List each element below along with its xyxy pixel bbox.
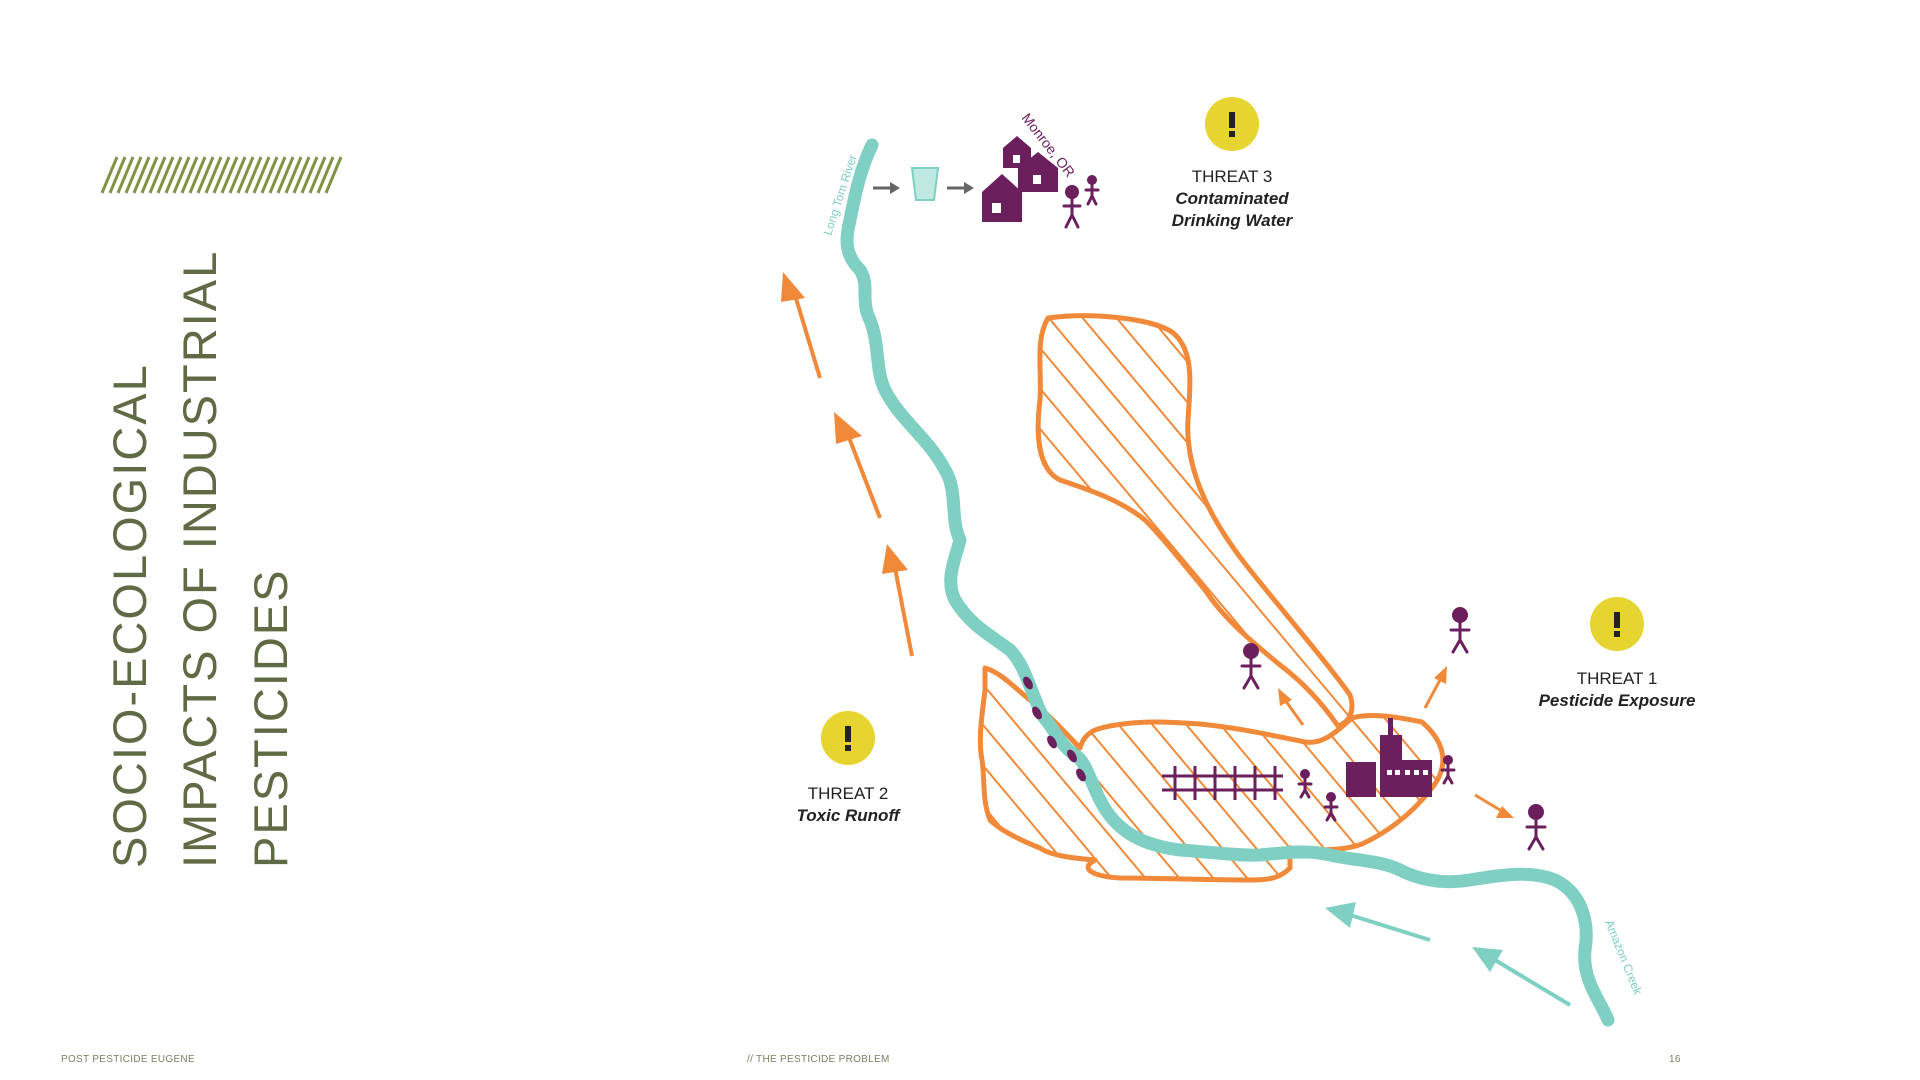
runoff-arrow-2-head xyxy=(834,412,862,444)
hazard-zone-floodplain xyxy=(977,665,1446,883)
fish-icons xyxy=(1023,676,1086,782)
river-long-tom xyxy=(840,138,1615,1027)
threat-2-caption: THREAT 2 Toxic Runoff xyxy=(763,783,933,827)
exposure-arrow-2-head xyxy=(1434,666,1447,684)
stripe-accent xyxy=(100,156,343,194)
threat-2-heading: THREAT 2 xyxy=(807,784,889,803)
houses-icon xyxy=(982,136,1058,222)
threat-1-caption: THREAT 1 Pesticide Exposure xyxy=(1517,668,1717,712)
threat-3-subtitle-line-1: Contaminated xyxy=(1175,189,1289,208)
exposure-arrow-3 xyxy=(1474,793,1501,812)
gray-arrow-1-head xyxy=(890,182,900,194)
threat-3-heading: THREAT 3 xyxy=(1191,167,1273,186)
crop-rows-icon xyxy=(1162,766,1283,800)
river-south-label: Amazon Creek xyxy=(1602,918,1645,998)
threat-3-caption: THREAT 3 Contaminated Drinking Water xyxy=(1142,166,1322,232)
flow-arrow-2 xyxy=(1493,958,1572,1007)
exposure-arrow-1-head xyxy=(1278,688,1292,706)
flow-arrow-2-head xyxy=(1472,947,1503,972)
footer-left: POST PESTICIDE EUGENE xyxy=(61,1054,195,1065)
threat-2-subtitle: Toxic Runoff xyxy=(796,806,900,825)
runoff-arrow-1 xyxy=(793,294,822,379)
threat-1-subtitle: Pesticide Exposure xyxy=(1538,691,1696,710)
threat-1-alert-icon xyxy=(1590,597,1644,651)
exposure-arrow-1 xyxy=(1283,699,1305,726)
page-number: 16 xyxy=(1669,1054,1681,1065)
threat-3-alert-icon xyxy=(1205,97,1259,151)
runoff-arrow-3 xyxy=(893,567,914,657)
exposure-arrow-2 xyxy=(1423,679,1442,709)
water-glass-icon xyxy=(910,167,940,201)
flow-arrow-1 xyxy=(1349,913,1431,942)
runoff-arrow-2 xyxy=(846,434,882,519)
threat-3-subtitle-line-2: Drinking Water xyxy=(1171,211,1293,230)
threat-1-heading: THREAT 1 xyxy=(1576,669,1658,688)
exposure-arrow-3-head xyxy=(1496,806,1514,818)
person-icons xyxy=(1062,175,1547,851)
gray-arrow-2-head xyxy=(964,182,974,194)
runoff-arrow-1-head xyxy=(781,272,805,302)
factory-icon xyxy=(1346,718,1432,797)
hazard-zone-north xyxy=(1035,313,1355,729)
footer-center: // THE PESTICIDE PROBLEM xyxy=(747,1054,890,1065)
threat-2-alert-icon xyxy=(821,711,875,765)
flow-arrow-1-head xyxy=(1325,902,1356,928)
runoff-arrow-3-head xyxy=(882,544,908,574)
